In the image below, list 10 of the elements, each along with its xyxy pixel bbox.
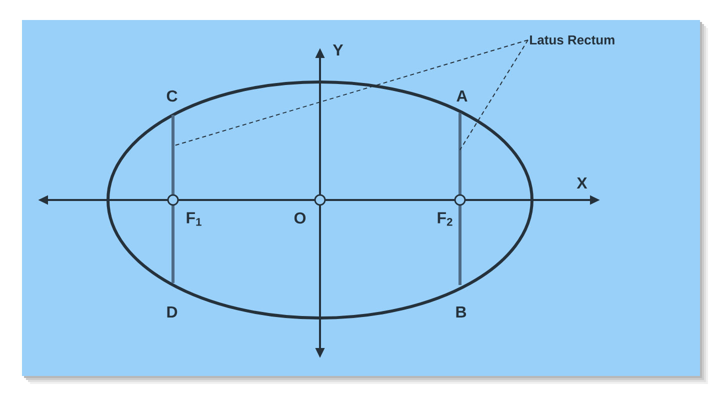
latus-rectum-label: Latus Rectum [530, 35, 614, 45]
leader-line [172, 40, 528, 146]
axis-label: Y [332, 44, 344, 56]
point-label: B [456, 306, 466, 318]
axis-label: X [576, 177, 588, 188]
latus-rectum-segment [458, 113, 462, 285]
point-label: D [167, 306, 178, 318]
point-label: O [294, 212, 306, 224]
latus-rectum-segment [172, 115, 174, 283]
leader-line [460, 40, 528, 150]
